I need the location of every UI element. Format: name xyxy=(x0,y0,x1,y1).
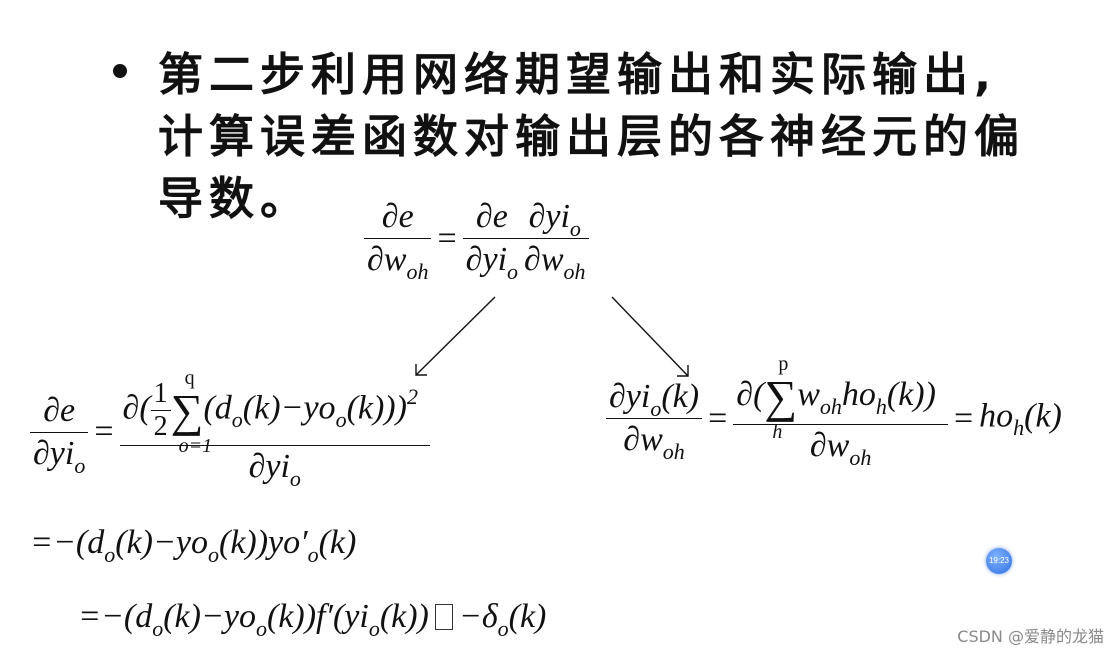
left-arrowhead xyxy=(415,364,427,376)
main-r1-fraction: ∂e ∂yio xyxy=(462,200,522,283)
equals-sign: = xyxy=(953,399,974,437)
left-formula-line-3: =−(do(k)−yoo(k))f′(yio(k))−δo(k) xyxy=(78,598,547,641)
bullet-line-3: 导数。 xyxy=(158,172,312,225)
bullet-text: 第二步利用网络期望输出和实际输出, 计算误差函数对输出层的各神经元的偏 导数。 xyxy=(158,44,1038,230)
sum-sign: p∑h xyxy=(764,353,798,443)
bullet-line-2: 计算误差函数对输出层的各神经元的偏 xyxy=(158,110,1026,163)
main-lhs-fraction: ∂e ∂woh xyxy=(364,200,432,283)
right-lhs-fraction: ∂yio(k) ∂woh xyxy=(606,380,703,463)
equals-sign: = xyxy=(94,413,114,450)
missing-glyph-box xyxy=(434,604,453,630)
equals-sign: = xyxy=(708,399,728,437)
left-lhs-fraction: ∂e ∂yio xyxy=(30,393,89,476)
bullet-line-1: 第二步利用网络期望输出和实际输出, xyxy=(158,48,998,101)
time-badge[interactable]: 19:23 xyxy=(986,548,1012,574)
left-arrow xyxy=(415,296,496,376)
left-formula-line-2: =−(do(k)−yoo(k))yo′o(k) xyxy=(30,524,357,567)
right-arrow xyxy=(611,296,689,377)
main-formula: ∂e ∂woh = ∂e ∂yio ∂yio ∂woh xyxy=(364,200,589,283)
sum-sign: q∑o=1 xyxy=(170,366,213,457)
watermark: CSDN @爱静的龙猫 xyxy=(957,627,1104,646)
equals-sign: = xyxy=(437,219,457,257)
bullet-point xyxy=(113,64,127,78)
main-r2-fraction: ∂yio ∂woh xyxy=(521,200,589,283)
